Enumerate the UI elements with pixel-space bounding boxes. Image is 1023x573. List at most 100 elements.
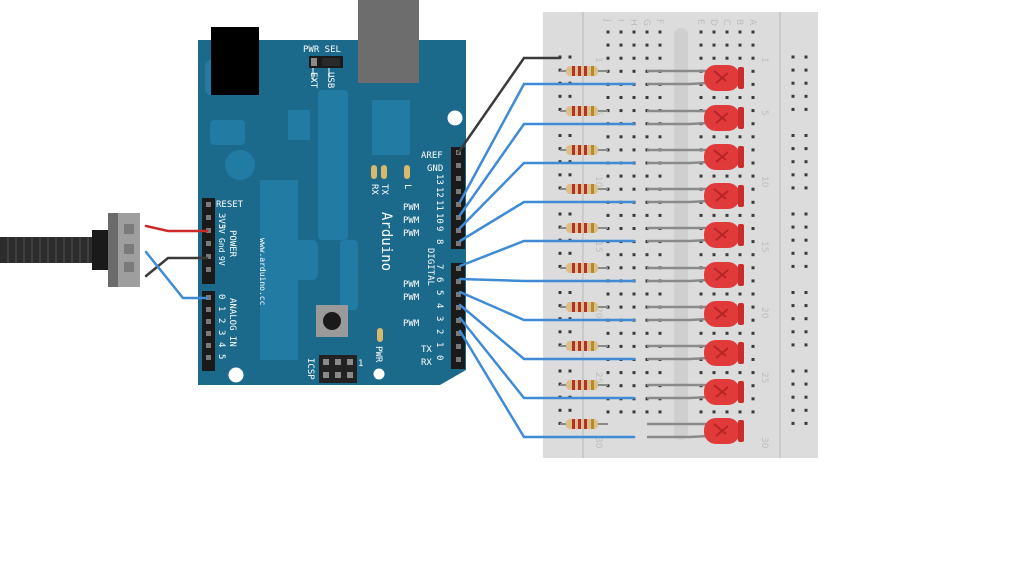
breadboard-hole bbox=[645, 371, 649, 375]
breadboard-hole bbox=[712, 371, 716, 375]
rail-hole bbox=[791, 395, 795, 399]
resistor-band bbox=[584, 66, 587, 76]
power-jack bbox=[211, 27, 259, 95]
led-rim bbox=[738, 420, 744, 442]
breadboard-hole bbox=[738, 253, 742, 257]
rail-hole bbox=[791, 225, 795, 229]
breadboard-hole bbox=[751, 109, 755, 113]
rail-hole bbox=[568, 291, 572, 294]
rail-hole bbox=[558, 107, 562, 111]
breadboard-hole bbox=[751, 200, 755, 204]
analog-pin-label: 5 bbox=[216, 354, 226, 359]
v9-label: 9V bbox=[217, 256, 226, 266]
breadboard-hole bbox=[725, 174, 729, 178]
resistor-band bbox=[572, 223, 575, 233]
row-label: 20 bbox=[593, 307, 603, 319]
rail-hole bbox=[791, 330, 795, 334]
resistor-band bbox=[591, 302, 594, 312]
website-label: www.arduino.cc bbox=[258, 238, 267, 306]
rail-hole bbox=[791, 94, 795, 98]
led-inner bbox=[713, 188, 729, 202]
breadboard-hole bbox=[632, 135, 636, 139]
digital-pin-label: 0 bbox=[434, 355, 444, 360]
resistor-band bbox=[572, 106, 575, 116]
resistor-band bbox=[572, 66, 575, 76]
led-inner bbox=[713, 70, 729, 84]
breadboard-hole bbox=[619, 213, 623, 217]
digital-pin-label: 13 bbox=[434, 174, 444, 185]
row-label: 1 bbox=[759, 57, 769, 63]
breadboard-hole bbox=[619, 331, 623, 335]
pwr-led-label: PWR bbox=[373, 346, 383, 363]
rail-hole bbox=[791, 107, 795, 111]
led-rim bbox=[738, 381, 744, 403]
breadboard-hole bbox=[632, 331, 636, 335]
rail-hole bbox=[558, 212, 562, 216]
breadboard-hole bbox=[699, 371, 703, 375]
rail-hole bbox=[568, 55, 572, 59]
breadboard-hole bbox=[751, 148, 755, 152]
rail-hole bbox=[558, 408, 562, 412]
signal-wire bbox=[458, 122, 636, 217]
rail-hole bbox=[791, 304, 795, 308]
breadboard-hole bbox=[699, 30, 703, 34]
rail-hole bbox=[568, 369, 572, 373]
ext-label: EXT bbox=[308, 72, 318, 89]
rail-hole bbox=[791, 55, 795, 59]
breadboard-hole bbox=[645, 331, 649, 335]
breadboard-hole bbox=[632, 56, 636, 60]
resistor-band bbox=[572, 145, 575, 155]
breadboard-hole bbox=[658, 43, 662, 47]
breadboard-hole bbox=[699, 397, 703, 401]
breadboard-hole bbox=[751, 279, 755, 283]
analog-pin-label: 4 bbox=[216, 342, 226, 347]
rail-hole bbox=[558, 173, 562, 177]
rail-hole bbox=[791, 408, 795, 412]
breadboard-hole bbox=[725, 135, 729, 139]
resistor-band bbox=[584, 106, 587, 116]
breadboard-hole bbox=[751, 161, 755, 165]
led-rim bbox=[738, 67, 744, 89]
breadboard-hole bbox=[606, 174, 610, 178]
led-lead bbox=[647, 317, 709, 322]
breadboard-hole bbox=[632, 292, 636, 296]
row-label: 10 bbox=[593, 176, 603, 188]
resistor-band bbox=[578, 145, 581, 155]
resistor-band bbox=[578, 66, 581, 76]
breadboard-hole bbox=[699, 331, 703, 335]
led-lead bbox=[647, 356, 709, 361]
l-led bbox=[404, 165, 410, 179]
rail-hole bbox=[791, 264, 795, 268]
led-lead bbox=[647, 81, 709, 86]
breadboard-hole bbox=[725, 292, 729, 296]
breadboard-hole bbox=[619, 344, 623, 348]
breadboard-hole bbox=[632, 213, 636, 217]
breadboard-hole bbox=[619, 253, 623, 257]
breadboard-hole bbox=[658, 371, 662, 375]
digital-pin-label: 7 bbox=[434, 264, 444, 269]
v5-label: 5V bbox=[217, 224, 226, 234]
led-inner bbox=[713, 423, 729, 437]
usb-label: USB bbox=[325, 72, 335, 88]
breadboard-hole bbox=[606, 213, 610, 217]
analog-pin-label: 1 bbox=[216, 306, 226, 311]
signal-wire bbox=[458, 329, 636, 439]
rail-hole bbox=[558, 186, 562, 190]
row-label: 30 bbox=[593, 437, 603, 449]
breadboard-hole bbox=[751, 30, 755, 34]
rail-hole bbox=[804, 81, 808, 85]
resistor-band bbox=[578, 302, 581, 312]
row-label: 15 bbox=[759, 241, 769, 252]
breadboard-hole bbox=[712, 331, 716, 335]
rail-hole bbox=[804, 369, 808, 373]
breadboard-hole bbox=[751, 292, 755, 296]
breadboard-hole bbox=[751, 358, 755, 361]
rail-hole bbox=[804, 147, 808, 151]
resistor-band bbox=[584, 380, 587, 390]
breadboard-hole bbox=[725, 213, 729, 217]
breadboard-hole bbox=[725, 43, 729, 47]
rail-hole bbox=[791, 147, 795, 151]
breadboard-hole bbox=[751, 397, 755, 401]
row-label: 30 bbox=[759, 437, 769, 449]
